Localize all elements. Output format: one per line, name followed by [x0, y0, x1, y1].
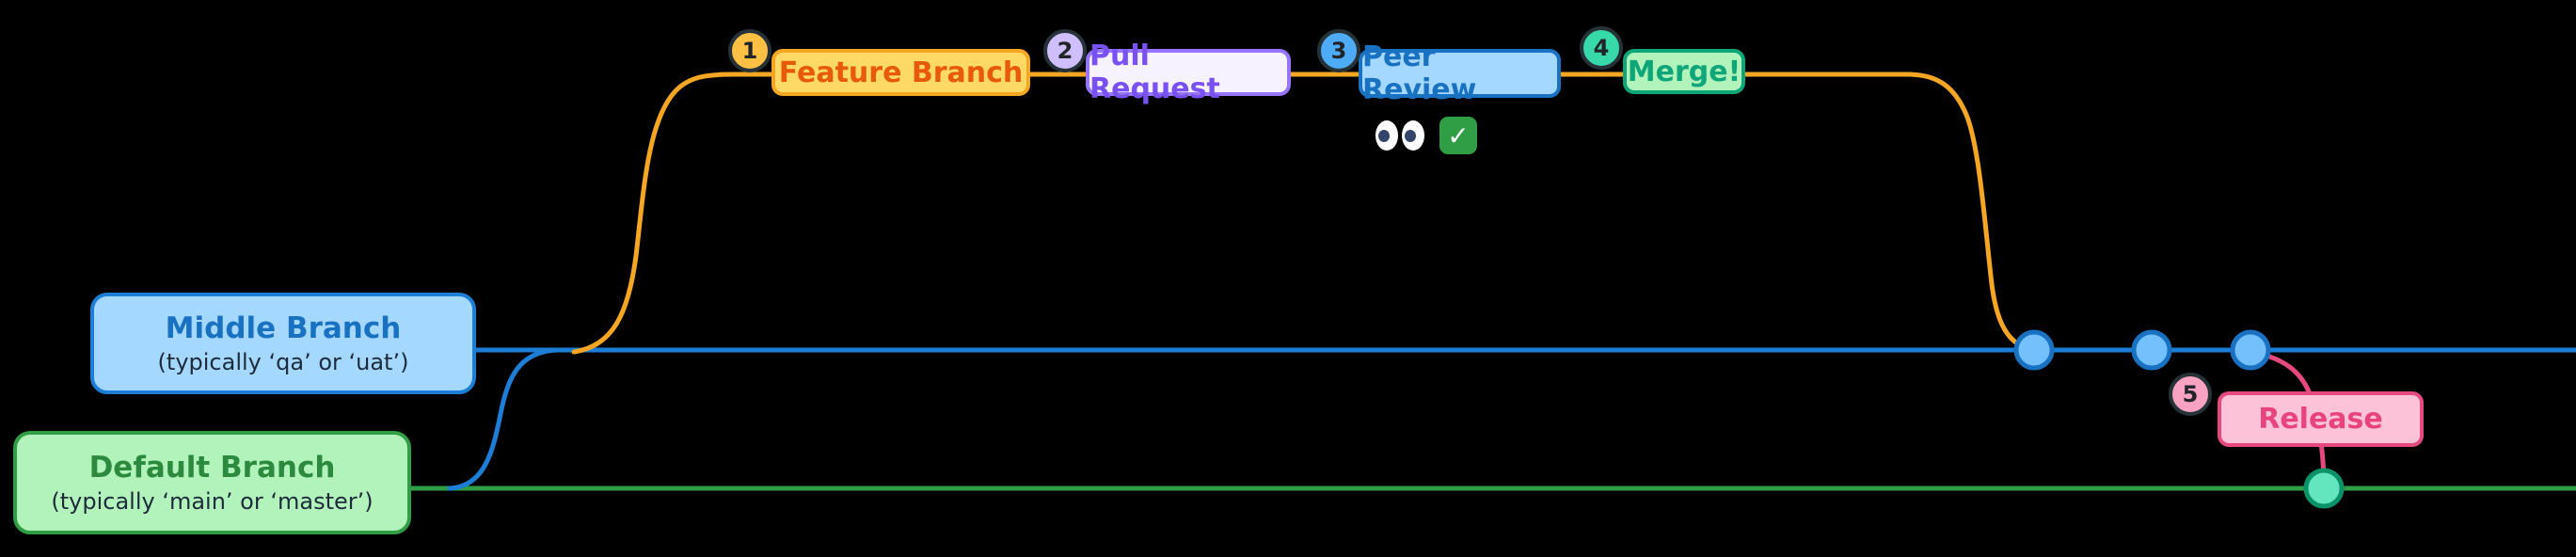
step-5-badge: 5 [2169, 373, 2212, 416]
commit-node-1 [2013, 329, 2055, 371]
step-2-badge: 2 [1043, 29, 1087, 72]
middle-branch-subtitle: (typically ‘qa’ or ‘uat’) [157, 349, 409, 375]
default-branch-title: Default Branch [88, 451, 336, 485]
commit-node-3 [2230, 329, 2271, 371]
middle-branch-title: Middle Branch [165, 311, 402, 345]
eye-right-pupil [1405, 130, 1416, 142]
default-branch-label-box: Default Branch (typically ‘main’ or ‘mas… [13, 431, 411, 534]
step-3-badge: 3 [1317, 29, 1360, 72]
peer-review-label-text: Peer Review [1362, 40, 1477, 106]
step-1-badge: 1 [728, 29, 771, 72]
approved-check-icon: ✓ [1439, 117, 1477, 154]
default-branch-subtitle: (typically ‘main’ or ‘master’) [51, 488, 374, 515]
middle-branch-label-box: Middle Branch (typically ‘qa’ or ‘uat’) [90, 293, 476, 394]
release-label-text: Release [2258, 403, 2383, 436]
release-commit-node [2303, 468, 2345, 509]
eye-left [1375, 120, 1398, 151]
merge-label: Merge! [1623, 49, 1745, 94]
feature-branch-curve [571, 72, 2043, 355]
peer-review-label: Peer Review [1359, 40, 1561, 106]
merge-label-text: Merge! [1627, 55, 1741, 88]
commit-node-2 [2131, 329, 2172, 371]
eyes-icon [1375, 120, 1424, 151]
eye-right [1402, 120, 1424, 151]
release-label: Release [2218, 391, 2424, 447]
pull-request-label-text: Pull Request [1089, 40, 1220, 105]
step-4-badge: 4 [1580, 26, 1623, 70]
pull-request-label: Pull Request [1086, 40, 1291, 105]
branch-split-curve [447, 347, 560, 491]
peer-review-reactions: ✓ [1375, 117, 1477, 154]
feature-branch-label-text: Feature Branch [778, 56, 1024, 89]
feature-branch-label: Feature Branch [771, 49, 1030, 96]
eye-left-pupil [1378, 130, 1390, 142]
